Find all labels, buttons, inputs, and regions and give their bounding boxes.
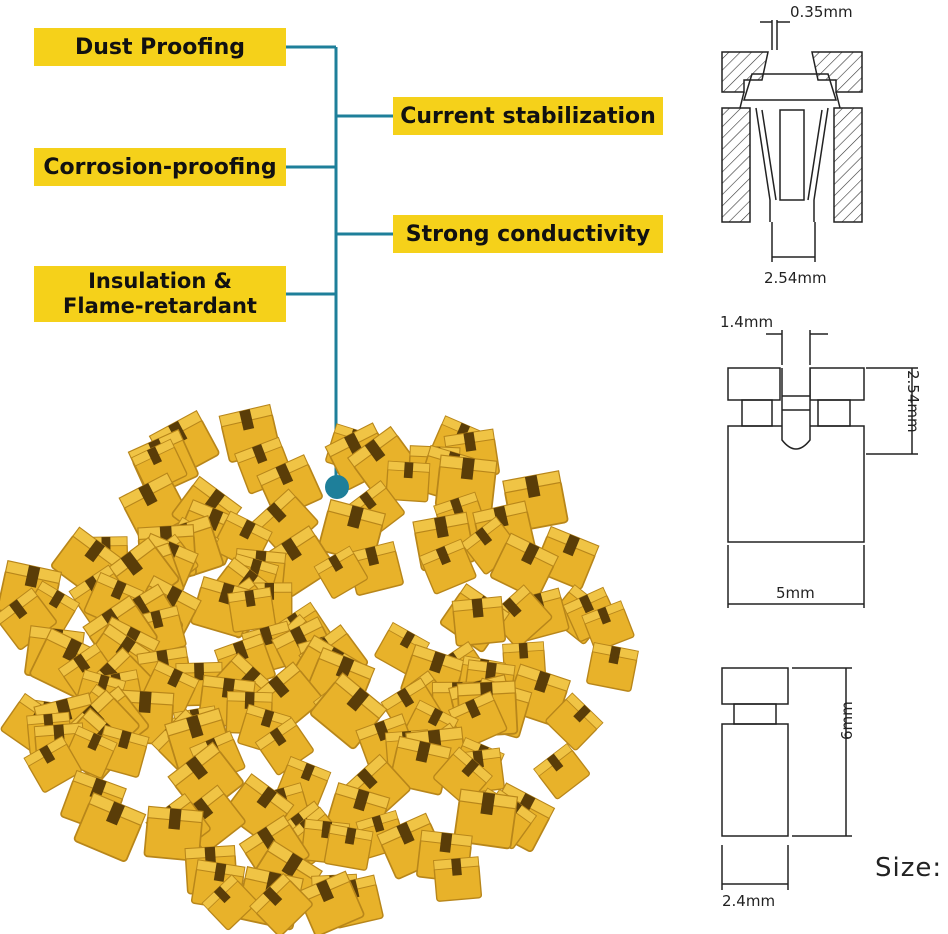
jumper-cap <box>167 741 244 818</box>
jumper-cap <box>73 791 147 862</box>
jumper-cap <box>385 460 431 503</box>
jumper-cap <box>453 788 519 850</box>
width-dimension: 5mm <box>776 584 815 602</box>
jumper-cap <box>227 586 277 633</box>
jumper-cap <box>296 870 365 934</box>
wall-gap-dimension: 0.35mm <box>790 3 853 21</box>
jumper-cap <box>581 600 635 652</box>
jumper-cap <box>346 541 404 596</box>
jumper-cap <box>201 874 258 931</box>
thickness-dimension: 2.4mm <box>722 892 776 910</box>
jumper-cap <box>323 823 374 871</box>
jumper-cap <box>451 595 506 647</box>
front-view-drawing <box>727 330 918 608</box>
jumper-cap <box>533 742 590 800</box>
dust-proofing-label: Dust Proofing <box>34 28 286 66</box>
height-dimension: 2.54mm <box>904 370 922 433</box>
length-dimension: 6mm <box>838 701 856 740</box>
jumper-cap <box>433 856 483 902</box>
jumper-cap <box>586 642 639 692</box>
jumper-cap <box>447 690 508 749</box>
callout-connector-lines <box>286 45 393 480</box>
strong-conductivity-label: Strong conductivity <box>393 215 663 253</box>
jumper-cap <box>313 545 368 599</box>
cross-section-drawing <box>721 20 863 262</box>
side-view-drawing <box>721 667 852 890</box>
jumper-cap <box>418 538 477 595</box>
callout-pointer-dot <box>325 475 349 499</box>
jumper-cap <box>130 438 188 494</box>
pitch-dimension: 2.54mm <box>764 269 827 287</box>
slot-width-dimension: 1.4mm <box>720 313 774 331</box>
jumper-cap <box>118 472 190 542</box>
size-label: Size: <box>875 853 943 883</box>
jumper-cap <box>218 403 281 463</box>
jumper-cap <box>249 872 313 934</box>
jumper-caps-photo <box>0 403 639 934</box>
jumper-cap <box>490 532 560 600</box>
jumper-cap <box>256 454 323 519</box>
jumper-cap <box>0 587 57 650</box>
insulation-label: Insulation & Flame-retardant <box>34 266 286 322</box>
jumper-cap <box>545 692 604 751</box>
current-stabilization-label: Current stabilization <box>393 97 663 135</box>
jumper-cap <box>23 735 82 793</box>
corrosion-proofing-label: Corrosion-proofing <box>34 148 286 186</box>
